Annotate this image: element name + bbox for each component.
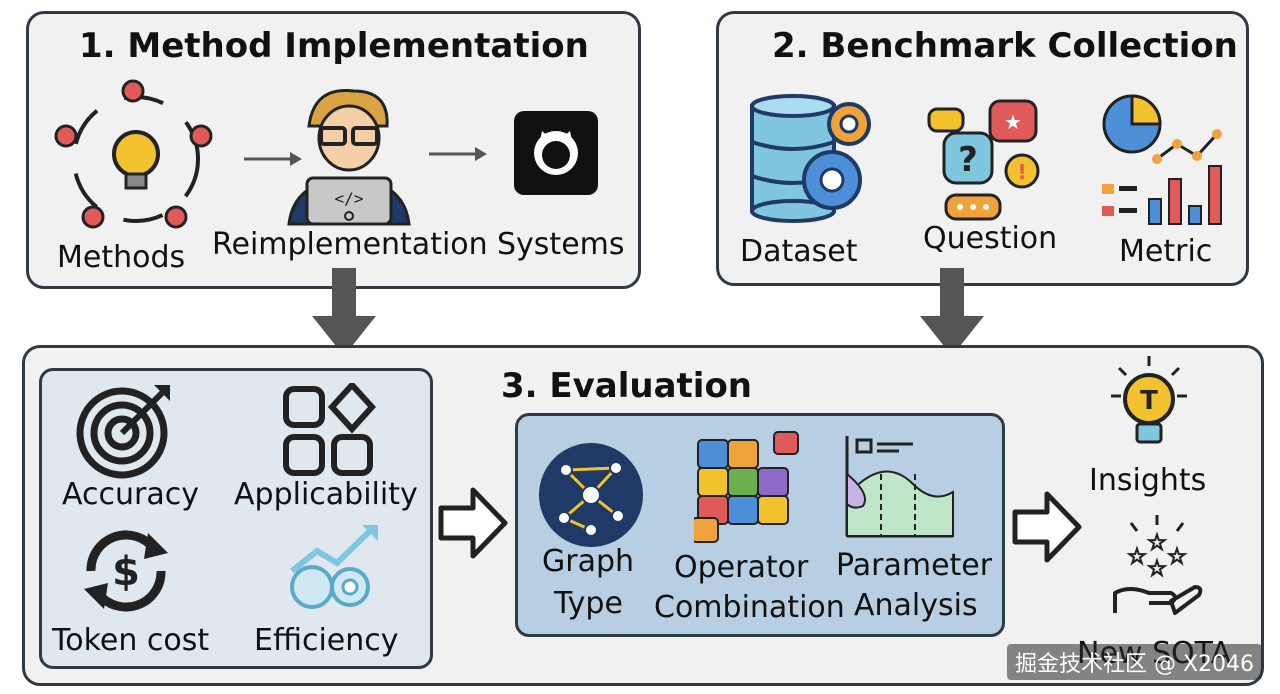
evaluation-title: 3. Evaluation <box>501 366 753 406</box>
efficiency-icon <box>290 525 378 609</box>
svg-text:$: $ <box>112 549 140 595</box>
reimplementation-label: Reimplementation <box>212 227 488 262</box>
applicability-label: Applicability <box>234 477 418 512</box>
apps-grid-icon <box>283 383 376 476</box>
insights-label: Insights <box>1089 463 1207 498</box>
down-arrow-left <box>312 268 376 356</box>
operator-combination-label-line1: Operator <box>674 550 809 585</box>
criteria-subpanel: Accuracy Applicability $ Token cost Effi… <box>39 368 433 669</box>
graph-type-label-line2: Type <box>554 586 623 621</box>
hand-stars-icon: ★ ★ ★ ★ <box>1113 515 1203 615</box>
benchmark-collection-panel: 2. Benchmark Collection Dataset ★ ? ! Qu… <box>716 11 1249 286</box>
svg-text:★: ★ <box>1148 530 1166 554</box>
dataset-label: Dataset <box>740 234 858 269</box>
evaluation-subpanel: Graph Type Operator Combination <box>515 413 1005 637</box>
benchmark-collection-title: 2. Benchmark Collection <box>772 26 1238 66</box>
methods-cycle-icon <box>54 79 213 229</box>
target-icon <box>76 385 170 479</box>
hollow-right-arrow <box>438 487 508 559</box>
small-arrow-icon <box>429 147 487 161</box>
method-implementation-panel: 1. Method Implementation Methods </> Rei… <box>26 11 641 289</box>
watermark: 掘金技术社区 @ X2046 <box>1006 644 1262 680</box>
puzzle-icon <box>694 431 799 543</box>
svg-text:★: ★ <box>1168 544 1186 568</box>
metric-label: Metric <box>1119 234 1213 269</box>
down-arrow-right <box>920 268 984 356</box>
svg-text:★: ★ <box>1128 544 1146 568</box>
svg-text:★: ★ <box>1148 556 1166 580</box>
github-icon <box>514 111 598 195</box>
accuracy-label: Accuracy <box>62 477 199 512</box>
graph-type-label-line1: Graph <box>542 544 635 579</box>
programmer-icon: </> <box>287 88 411 226</box>
question-label: Question <box>923 221 1058 256</box>
hollow-right-arrow <box>1012 491 1082 563</box>
parameter-plot-icon <box>845 436 954 538</box>
parameter-analysis-label-line2: Analysis <box>854 588 978 623</box>
operator-combination-label-line2: Combination <box>654 590 845 625</box>
method-implementation-title: 1. Method Implementation <box>79 26 589 66</box>
svg-text:T: T <box>1140 386 1158 416</box>
lightbulb-icon: T <box>1111 356 1187 444</box>
database-gears-icon <box>750 94 871 223</box>
graph-network-icon <box>539 443 643 547</box>
metric-charts-icon <box>1102 94 1222 225</box>
systems-label: Systems <box>497 227 625 262</box>
evaluation-panel: 3. Evaluation Accuracy Applicability $ T… <box>22 345 1264 686</box>
svg-text:★: ★ <box>1004 110 1022 134</box>
efficiency-label: Efficiency <box>254 623 399 658</box>
token-cost-icon: $ <box>84 530 168 612</box>
svg-text:?: ? <box>958 140 978 180</box>
svg-text:</>: </> <box>335 189 364 208</box>
token-cost-label: Token cost <box>52 623 210 658</box>
parameter-analysis-label-line1: Parameter <box>836 548 993 583</box>
question-chat-icon: ★ ? ! <box>927 99 1040 221</box>
small-arrow-icon <box>244 152 302 166</box>
methods-label: Methods <box>57 240 186 275</box>
svg-text:!: ! <box>1017 160 1026 184</box>
